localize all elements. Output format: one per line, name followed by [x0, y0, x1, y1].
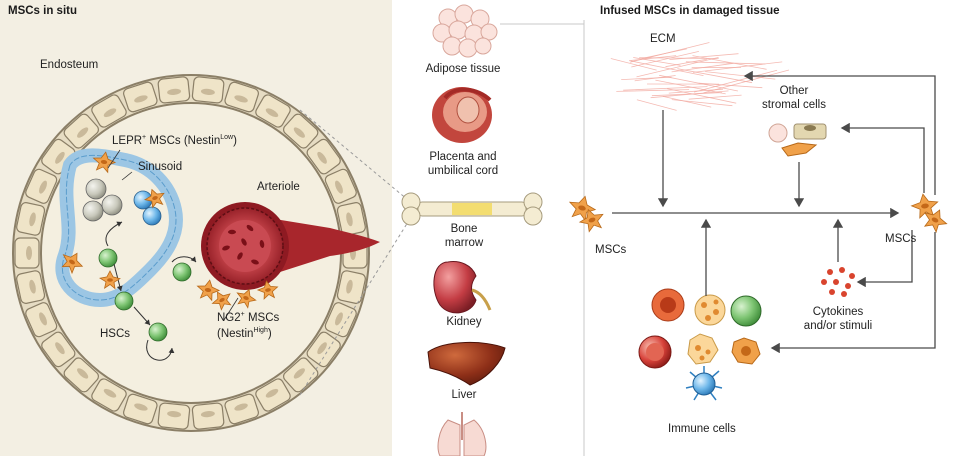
liver-icon — [428, 342, 505, 385]
red-blood-cell — [228, 230, 236, 234]
grey-cell — [83, 201, 103, 221]
placenta-label-2: umbilical cord — [404, 164, 522, 178]
wall-cell — [158, 76, 190, 103]
lepr-msc-label: LEPR+ MSCs (NestinLow) — [112, 134, 237, 148]
cytokine-dot — [845, 283, 851, 289]
right-panel-title: Infused MSCs in damaged tissue — [600, 4, 780, 18]
endosteum-label: Endosteum — [40, 58, 98, 72]
wall-cell — [192, 76, 224, 103]
placenta-icon — [432, 87, 492, 143]
grey-cell — [102, 195, 122, 215]
cytokines-label-2: and/or stimuli — [796, 319, 880, 333]
sinusoid-label: Sinusoid — [138, 160, 182, 174]
ng2-msc-label: NG2+ MSCs — [217, 311, 279, 325]
hscs-label: HSCs — [100, 327, 130, 341]
other-label-1: Other — [752, 84, 836, 98]
ecm-label: ECM — [650, 32, 676, 46]
cytokines-dots — [821, 267, 855, 297]
cytokine-dot — [839, 267, 845, 273]
lungs-icon — [438, 412, 486, 456]
ecm-fiber — [637, 100, 677, 111]
immune-cells-label: Immune cells — [668, 422, 736, 436]
immune-cells — [639, 289, 761, 400]
cytokines-label-1: Cytokines — [796, 305, 880, 319]
mscs-right-label: MSCs — [885, 232, 916, 246]
wall-cell — [158, 403, 190, 430]
ng2-nestin-label: (NestinHigh) — [217, 327, 272, 341]
left-panel-title: MSCs in situ — [8, 4, 77, 18]
adipose-label: Adipose tissue — [404, 62, 522, 76]
adipose-tissue-icon — [433, 5, 497, 57]
kidney-icon — [434, 262, 490, 313]
other-label-2: stromal cells — [752, 98, 836, 112]
bone-label-1: Bone — [424, 222, 504, 236]
cytokine-dot — [827, 269, 833, 275]
placenta-label-1: Placenta and — [404, 150, 522, 164]
blue-cell — [143, 207, 161, 225]
stromal-cells — [769, 124, 826, 156]
cytokine-dot — [841, 291, 847, 297]
wall-cell — [192, 403, 224, 430]
arteriole-label: Arteriole — [257, 180, 300, 194]
bone-icon — [402, 193, 542, 225]
kidney-label: Kidney — [424, 315, 504, 329]
bone-label-2: marrow — [424, 236, 504, 250]
cytokine-dot — [821, 279, 827, 285]
cytokine-dot — [829, 289, 835, 295]
ecm-fiber — [666, 59, 708, 67]
liver-label: Liver — [424, 388, 504, 402]
mscs-left-label: MSCs — [595, 243, 626, 257]
cytokine-dot — [849, 273, 855, 279]
grey-cell — [86, 179, 106, 199]
wall-cell — [15, 238, 39, 268]
ecm-fiber — [623, 87, 707, 91]
cytokine-dot — [833, 279, 839, 285]
